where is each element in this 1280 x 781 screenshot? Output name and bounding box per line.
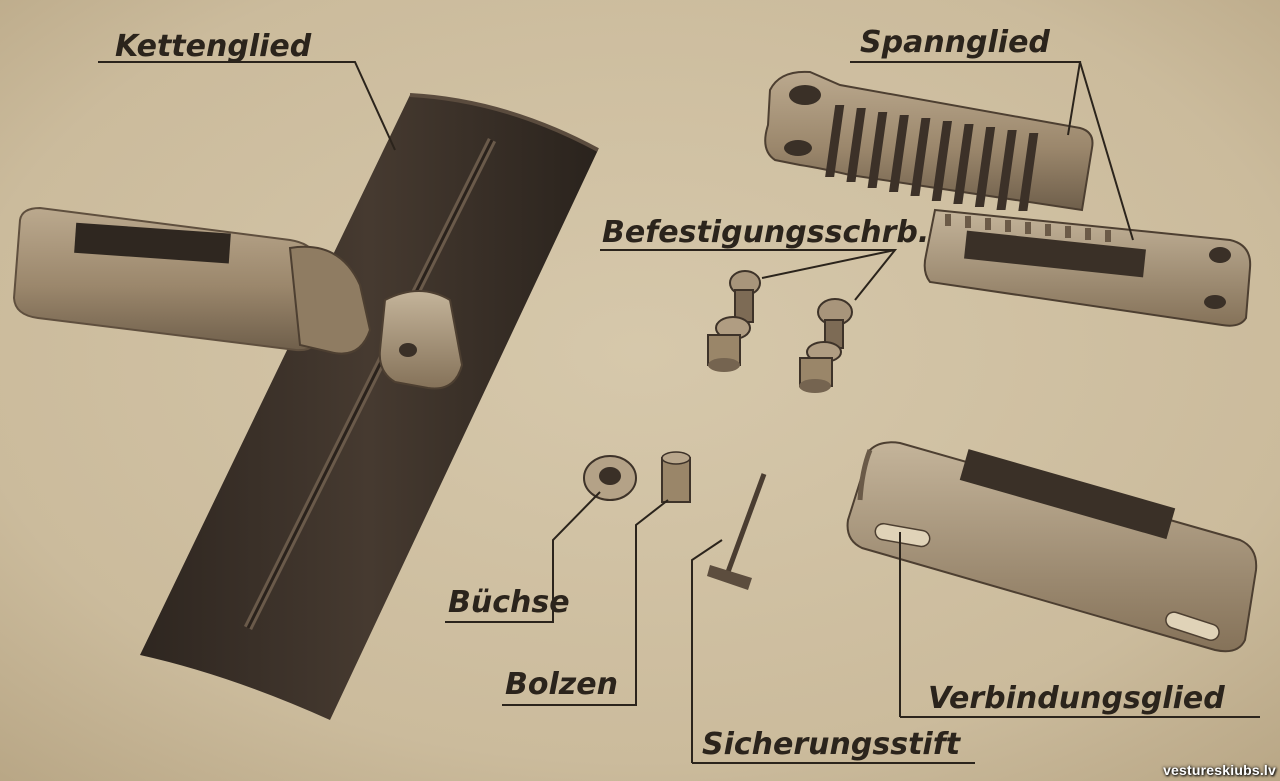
leader-lines (98, 61, 1260, 764)
watermark: vestureskiubs.lv (1163, 762, 1276, 778)
label-verbindungsglied: Verbindungsglied (928, 681, 1225, 716)
bolzen-part (661, 451, 691, 503)
label-bolzen: Bolzen (505, 667, 618, 702)
label-buechse: Büchse (448, 585, 570, 620)
buechse-part (583, 455, 637, 501)
verbindungsglied-part (846, 441, 1258, 653)
label-sicherungsstift: Sicherungsstift (702, 727, 962, 762)
label-spannglied: Spannglied (860, 25, 1050, 60)
kettenglied-part (12, 93, 599, 720)
spannglied-part (764, 70, 1252, 327)
label-befestigungsschrb: Befestigungsschrb. (602, 215, 929, 250)
sicherungsstift-part (707, 473, 767, 590)
label-kettenglied: Kettenglied (115, 29, 312, 64)
befestigungsschrauben-part (707, 270, 853, 393)
